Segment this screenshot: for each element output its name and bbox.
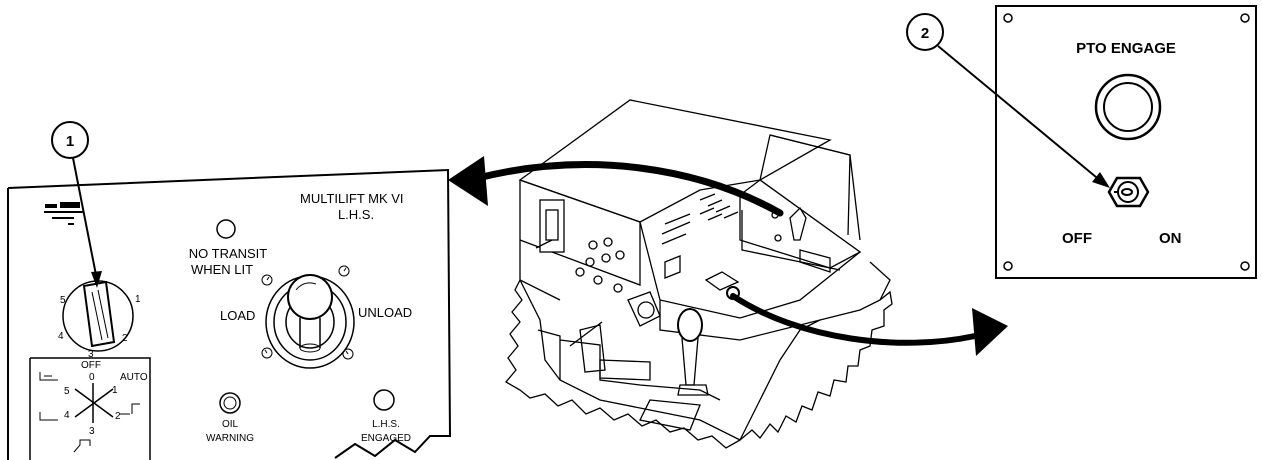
manufacturer-logo: [44, 202, 84, 225]
no-transit-line2: WHEN LIT: [191, 262, 253, 277]
engaged-label-line1: L.H.S.: [372, 419, 400, 430]
knob-pos-4: 4: [58, 331, 64, 342]
chart-pos-4: 4: [64, 410, 70, 421]
lhs-engaged-lamp: [374, 390, 394, 410]
pto-switch-icon: [1109, 178, 1148, 206]
pto-off-label: OFF: [1062, 230, 1092, 247]
chart-pos-2: 2: [115, 411, 121, 422]
pto-engage-panel: PTO ENGAGE OFF ON: [996, 6, 1256, 278]
panel-title-line1: MULTILIFT MK VI: [300, 191, 404, 206]
chart-pos-1: 1: [112, 385, 118, 396]
knob-pos-2: 2: [122, 333, 128, 344]
unload-label: UNLOAD: [358, 305, 412, 320]
pto-on-label: ON: [1159, 230, 1182, 247]
chart-pos-5: 5: [64, 386, 70, 397]
callout-1-number: 1: [66, 133, 74, 150]
engaged-label-line2: ENGAGED: [361, 433, 411, 444]
lhs-joystick-icon: [262, 266, 354, 368]
knob-off-label: OFF: [81, 360, 101, 371]
oil-label-line1: OIL: [222, 419, 239, 430]
cab-console: [520, 100, 890, 440]
lhs-control-panel: MULTILIFT MK VI L.H.S. NO TRANSIT WHEN L…: [8, 122, 450, 460]
pto-title: PTO ENGAGE: [1076, 40, 1176, 57]
load-label: LOAD: [220, 308, 255, 323]
chart-pos-3: 3: [89, 426, 95, 437]
knob-pos-1: 1: [135, 294, 141, 305]
no-transit-line1: NO TRANSIT: [189, 246, 268, 261]
callout-1-leader: [73, 158, 97, 280]
oil-warning-lamp: [220, 393, 240, 413]
oil-label-line2: WARNING: [206, 433, 254, 444]
chart-auto-label: AUTO: [120, 372, 148, 383]
chart-pos-0: 0: [89, 372, 95, 383]
knob-pos-5: 5: [60, 295, 66, 306]
no-transit-lamp: [217, 220, 235, 238]
panel-title-line2: L.H.S.: [338, 207, 374, 222]
callout-2-number: 2: [921, 25, 929, 42]
